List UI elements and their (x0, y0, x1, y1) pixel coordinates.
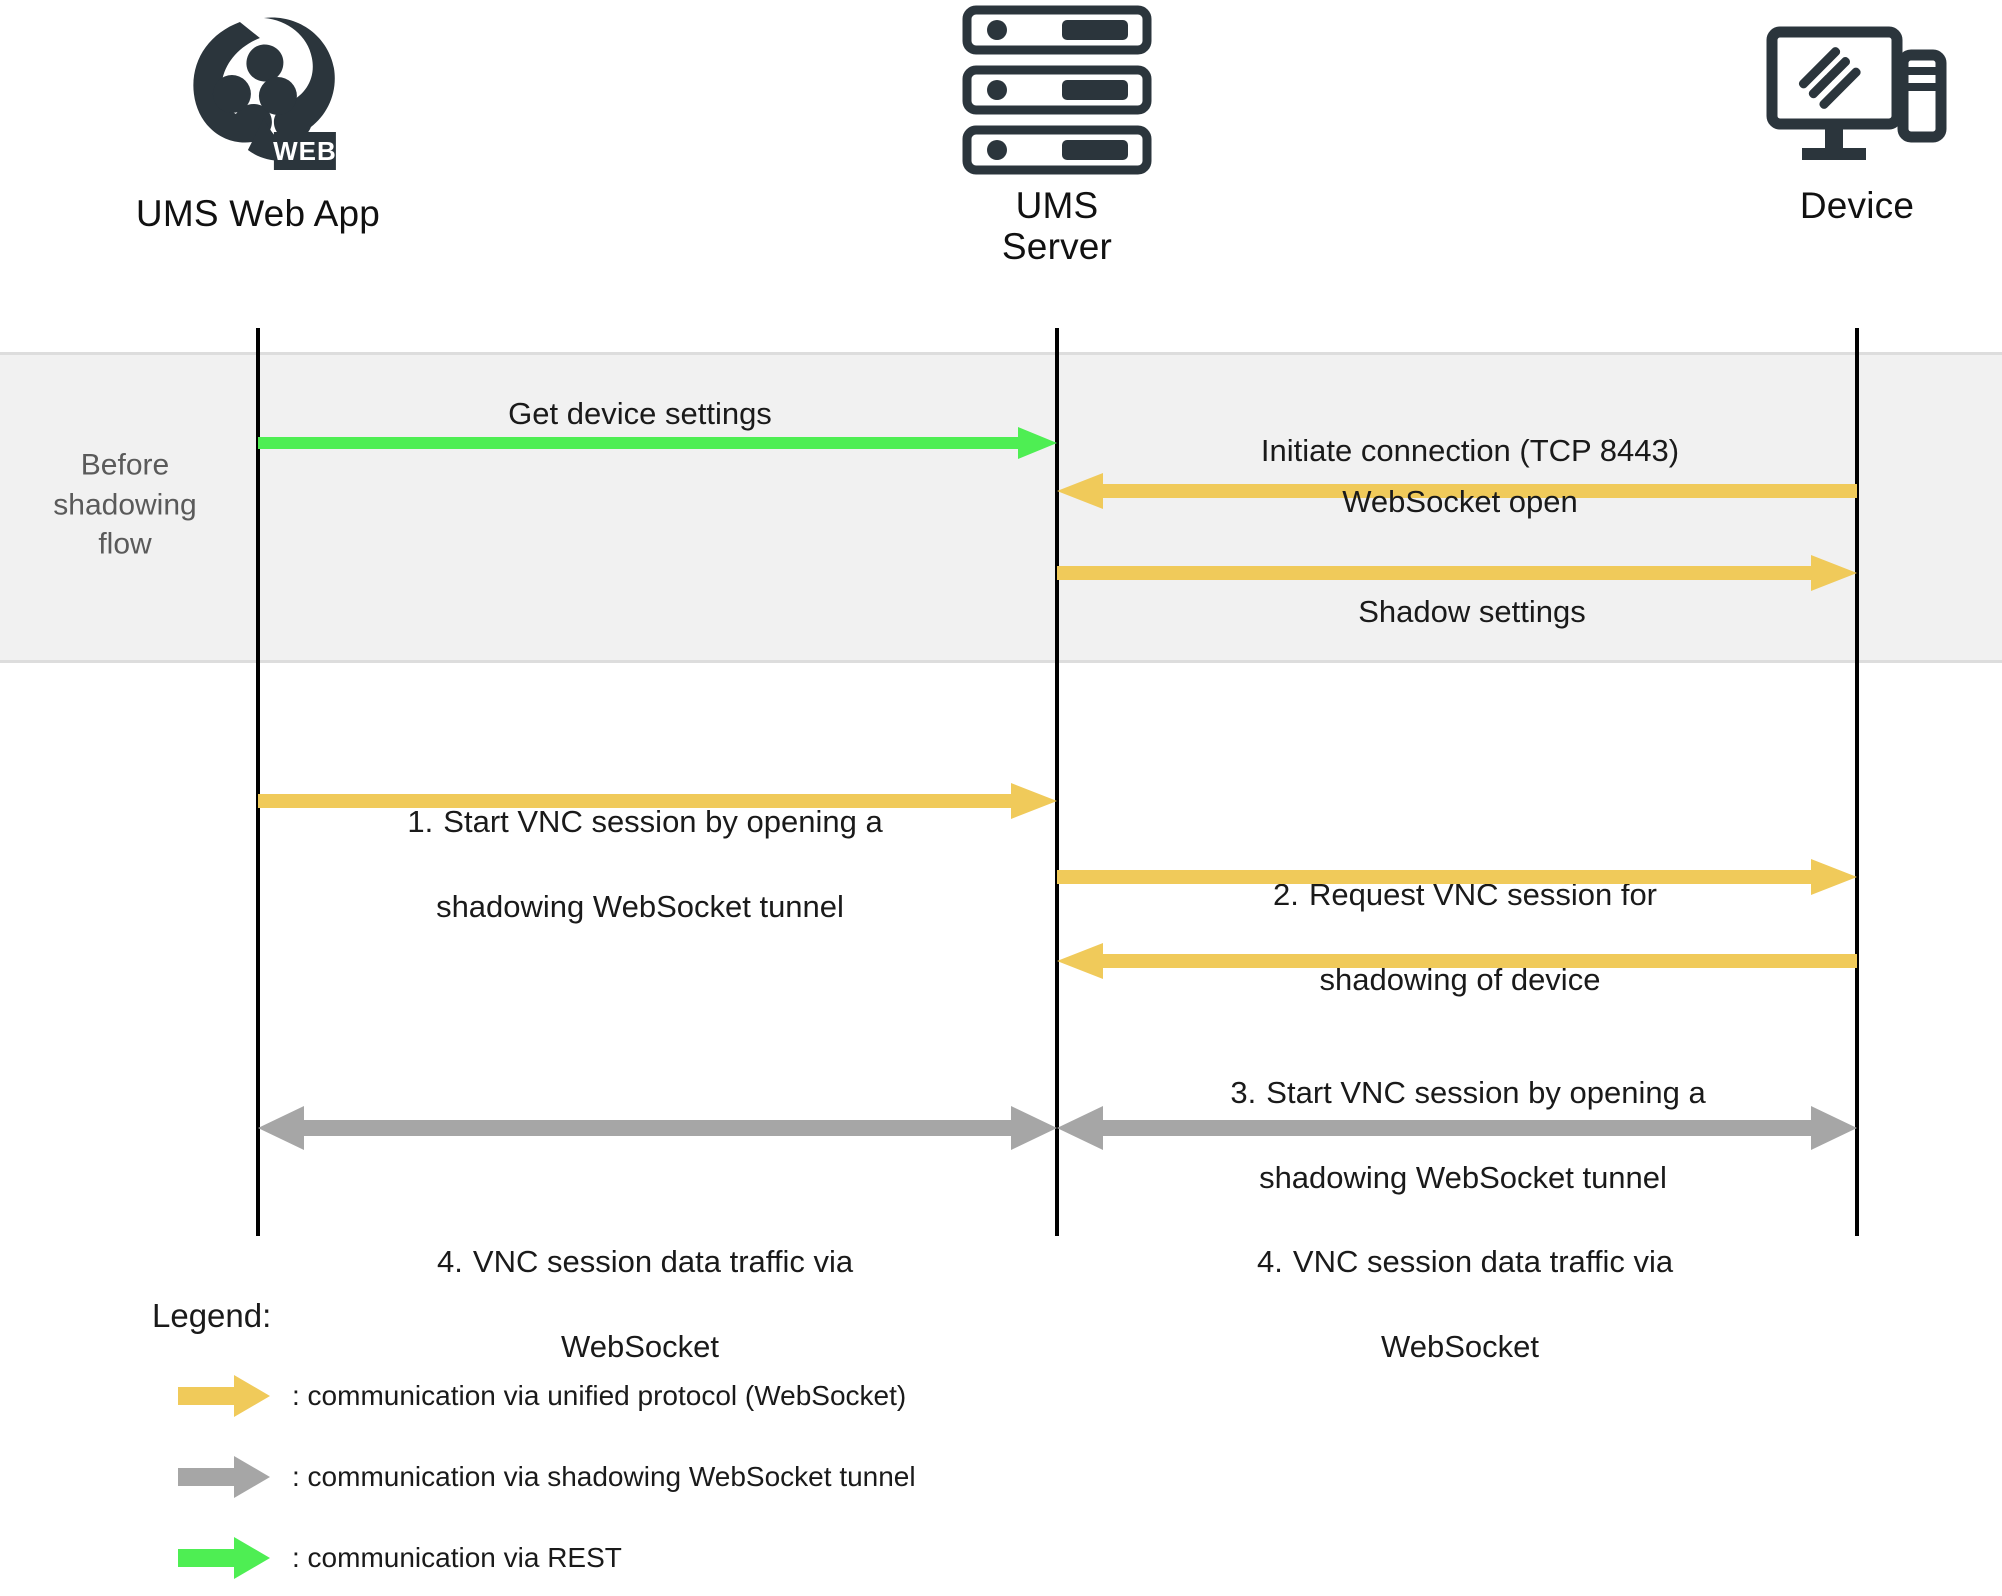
legend-text-tunnel: : communication via shadowing WebSocket … (292, 1461, 916, 1492)
legend-arrow-tunnel-icon (178, 1454, 270, 1500)
legend-arrow-websocket-icon (178, 1373, 270, 1419)
ums-web-logo-icon: WEB (136, 8, 380, 193)
message-number-4-right: 4. (1256, 1243, 1283, 1279)
lifeline-device (1855, 328, 1859, 1236)
arrow-start-vnc-session-app (258, 779, 1057, 823)
phase-band-label: Before shadowing flow (53, 448, 197, 561)
message-line-1b: shadowing WebSocket tunnel (436, 889, 844, 925)
message-label-vnc-traffic-left: 4.VNC session data traffic via WebSocket (310, 1155, 970, 1412)
actor-label-device: Device (1799, 185, 1915, 226)
actor-ums-server: UMS Server (952, 0, 1162, 268)
message-number-1: 1. (407, 803, 434, 839)
message-label-get-device-settings: Get device settings (508, 396, 772, 431)
legend-item-rest: : communication via REST (178, 1535, 622, 1581)
message-label-initiate-connection: Initiate connection (TCP 8443) (1260, 433, 1680, 468)
legend-item-tunnel: : communication via shadowing WebSocket … (178, 1454, 916, 1500)
svg-text:WEB: WEB (273, 136, 337, 166)
message-label-vnc-traffic-right: 4.VNC session data traffic via WebSocket (1130, 1155, 1790, 1412)
message-number-3: 3. (1230, 1074, 1257, 1110)
message-line-1a: Start VNC session by opening a (443, 803, 883, 839)
arrow-vnc-traffic-left (258, 1100, 1057, 1156)
arrow-vnc-traffic-right (1057, 1100, 1857, 1156)
server-rack-icon (952, 0, 1162, 185)
arrow-start-vnc-session-device (1057, 939, 1857, 983)
legend-arrow-rest-icon (178, 1535, 270, 1581)
legend-title: Legend: (152, 1297, 272, 1334)
message-line-4a-right: VNC session data traffic via (1292, 1243, 1674, 1279)
message-label-start-vnc-session-app: 1.Start VNC session by opening a shadowi… (310, 715, 970, 972)
legend-text-rest: : communication via REST (292, 1542, 622, 1573)
message-label-start-vnc-session-device: 3.Start VNC session by opening a shadowi… (1133, 986, 1793, 1243)
message-line-4a-left: VNC session data traffic via (472, 1243, 854, 1279)
lifeline-ums-server (1055, 328, 1059, 1236)
message-label-websocket-open: WebSocket open (1342, 484, 1578, 519)
arrow-initiate-connection (1057, 469, 1857, 513)
arrow-websocket-open (1057, 551, 1857, 595)
message-line-3a: Start VNC session by opening a (1266, 1074, 1706, 1110)
message-label-shadow-settings: Shadow settings (1358, 594, 1586, 629)
actor-label-ums-server: UMS Server (1001, 185, 1113, 268)
desktop-device-icon (1762, 20, 1952, 185)
actor-device: Device (1762, 20, 1952, 226)
message-number-4-left: 4. (436, 1243, 463, 1279)
arrow-get-device-settings (258, 423, 1057, 463)
actor-ums-web-app: WEB UMS Web App (136, 8, 380, 234)
message-line-4b-left: WebSocket (561, 1329, 719, 1365)
legend-text-websocket: : communication via unified protocol (We… (292, 1380, 907, 1411)
message-line-4b-right: WebSocket (1381, 1329, 1539, 1365)
legend-item-websocket: : communication via unified protocol (We… (178, 1373, 906, 1419)
lifeline-ums-web-app (256, 328, 260, 1236)
arrow-request-vnc-session (1057, 855, 1857, 899)
actor-label-ums-web-app: UMS Web App (135, 193, 381, 234)
before-shadowing-band (0, 352, 2002, 663)
message-line-3b: shadowing WebSocket tunnel (1259, 1160, 1667, 1196)
